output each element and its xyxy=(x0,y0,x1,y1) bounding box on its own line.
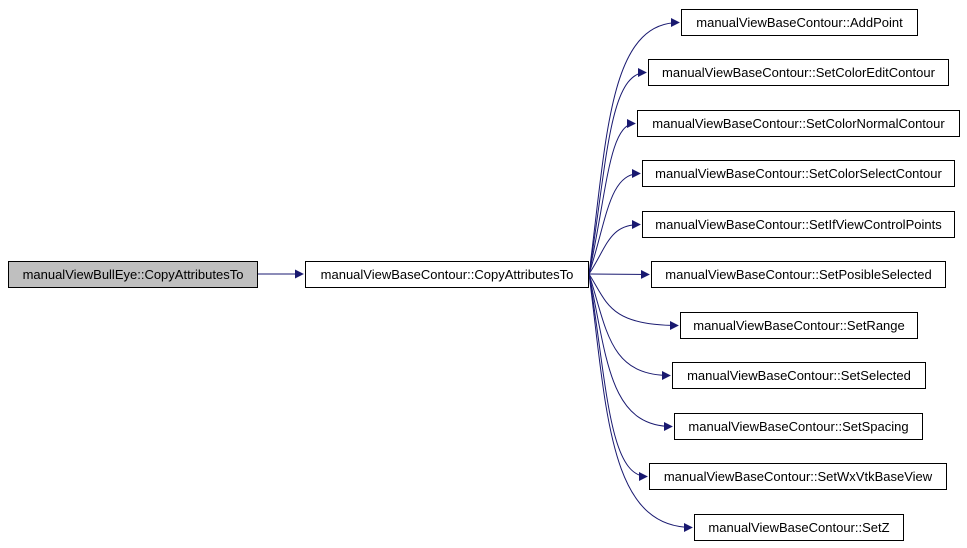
callee-node-setselected[interactable]: manualViewBaseContour::SetSelected xyxy=(672,362,926,389)
edge-to-setcoloreditcontour xyxy=(588,68,647,275)
callee-node-setrange[interactable]: manualViewBaseContour::SetRange xyxy=(680,312,918,339)
callee-node-setcolorselectcontour[interactable]: manualViewBaseContour::SetColorSelectCon… xyxy=(642,160,955,187)
callee-node-setifviewcontrolpoints[interactable]: manualViewBaseContour::SetIfViewControlP… xyxy=(642,211,955,238)
callee-node-setspacing[interactable]: manualViewBaseContour::SetSpacing xyxy=(674,413,923,440)
root-node: manualViewBullEye::CopyAttributesTo xyxy=(8,261,258,288)
edge-to-setposibleselected xyxy=(588,269,650,279)
middle-node[interactable]: manualViewBaseContour::CopyAttributesTo xyxy=(305,261,589,288)
edge-to-setrange xyxy=(588,273,679,330)
callee-node-setcolornormalcontour[interactable]: manualViewBaseContour::SetColorNormalCon… xyxy=(637,110,960,137)
edge-to-setwxvtkbaseview xyxy=(588,273,648,481)
callee-node-setwxvtkbaseview[interactable]: manualViewBaseContour::SetWxVtkBaseView xyxy=(649,463,947,490)
callee-node-setcoloreditcontour[interactable]: manualViewBaseContour::SetColorEditConto… xyxy=(648,59,949,86)
edge-to-addpoint xyxy=(588,18,680,275)
edge-to-setifviewcontrolpoints xyxy=(588,220,641,275)
edge-to-setcolornormalcontour xyxy=(588,119,636,275)
edge-to-setcolorselectcontour xyxy=(588,169,641,275)
edge-to-setspacing xyxy=(588,273,673,431)
edge-to-setselected xyxy=(588,273,671,380)
callee-node-addpoint[interactable]: manualViewBaseContour::AddPoint xyxy=(681,9,918,36)
callee-node-setz[interactable]: manualViewBaseContour::SetZ xyxy=(694,514,904,541)
edge-to-setz xyxy=(588,273,693,532)
callee-node-setposibleselected[interactable]: manualViewBaseContour::SetPosibleSelecte… xyxy=(651,261,946,288)
